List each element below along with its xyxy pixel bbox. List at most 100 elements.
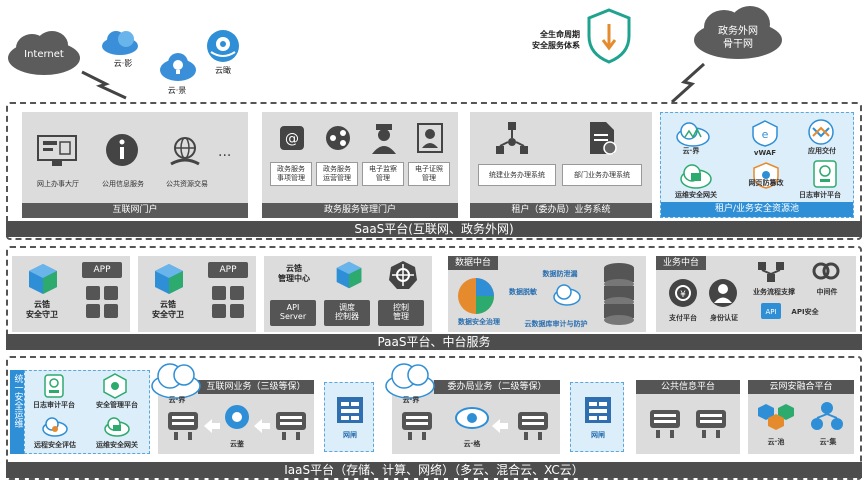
mgmt-center-panel: 云锆 管理中心 API Server 调度 控制器 控制 管理 xyxy=(264,256,432,332)
data-item-4: 云数据库审计与防护 xyxy=(524,320,588,328)
tenant-item-1: 统建业务办理系统 xyxy=(478,164,556,186)
saas-layer xyxy=(6,102,862,240)
document-icon xyxy=(586,120,618,156)
remote-assess-icon xyxy=(41,415,69,437)
data-item-2: 数据脱敏 xyxy=(509,288,537,296)
server-icon-3 xyxy=(400,410,434,442)
officer-icon xyxy=(370,122,398,154)
yunjian-label: 云鉴 xyxy=(230,440,244,448)
tenant-panel: 统建业务办理系统 部门业务办理系统 租户（委办局）业务系统 xyxy=(470,112,652,218)
gateway-icon-1 xyxy=(335,395,365,425)
ops-item-2: 安全管理平台 xyxy=(96,401,138,409)
app-delivery-icon xyxy=(805,119,837,145)
guard2-panel: 云锆 安全守卫 APP xyxy=(138,256,256,332)
yun-jing-label: 云·景 xyxy=(167,86,187,95)
gateway1-panel: 网闸 xyxy=(324,382,374,452)
gov-item-4: 电子证照 管理 xyxy=(408,162,450,186)
yunge-icon xyxy=(454,404,490,432)
portal-item-1: 网上办事大厅 xyxy=(37,180,79,188)
internet-cloud: Internet xyxy=(4,28,84,78)
yunge-label: 云·格 xyxy=(463,440,481,448)
globe-hand-icon xyxy=(167,134,203,170)
payment-icon: ¥ xyxy=(668,278,698,308)
ops-item-3: 远程安全评估 xyxy=(34,441,76,449)
yun-kai-label: 云瞰 xyxy=(215,66,231,75)
anti-tamper-icon xyxy=(751,161,781,189)
ops-item-1: 日志审计平台 xyxy=(33,401,75,409)
id-card-icon xyxy=(416,122,444,154)
guard2-name: 云锆 安全守卫 xyxy=(152,300,184,319)
mgmt-item-1: API Server xyxy=(270,300,316,326)
security-pool-caption: 租户/业务安全资源池 xyxy=(661,202,853,217)
tenant-caption: 租户（委办局）业务系统 xyxy=(470,203,652,218)
more-dots: ··· xyxy=(218,148,232,164)
process-icon xyxy=(756,260,786,284)
data-center-panel: 数据中台 数据防泄漏 数据脱敏 数据安全治理 云数据库审计与防护 xyxy=(448,256,646,332)
gov-net-label-1: 政务外网 xyxy=(718,26,758,37)
gateway2-label: 网闸 xyxy=(591,431,605,439)
guard1-panel: 云锆 安全守卫 APP xyxy=(12,256,130,332)
yunjian-icon xyxy=(224,404,250,430)
log-audit-icon-2 xyxy=(43,373,65,399)
biz-item-5: API安全 xyxy=(791,308,819,316)
iaas-layer xyxy=(6,356,862,480)
network-icon xyxy=(324,124,352,152)
email-icon: @ xyxy=(278,124,306,152)
container-cube-icon xyxy=(26,262,60,296)
gov-item-2: 政务服务 运营管理 xyxy=(316,162,358,186)
commission-biz-title: 委办局业务（二级等保） xyxy=(434,380,560,394)
gov-item-1: 政务服务 事项管理 xyxy=(270,162,312,186)
biz-item-4: 身份认证 xyxy=(710,314,738,322)
shield-icon xyxy=(585,8,633,64)
server-icon-5 xyxy=(648,408,682,440)
data-center-title: 数据中台 xyxy=(448,256,498,270)
cloud-pool-icon xyxy=(758,402,794,432)
arrow-left-icon-2 xyxy=(254,418,270,433)
cloud-icon-iaas-1 xyxy=(150,360,202,400)
tenant-item-2: 部门业务办理系统 xyxy=(562,164,642,186)
portal-item-3: 公共资源交易 xyxy=(166,180,208,188)
biz-center-title: 业务中台 xyxy=(656,256,706,270)
mgmt-item-3: 控制 管理 xyxy=(378,300,424,326)
app-grid-icon xyxy=(84,284,120,320)
pool-item-5: 网页防篡改 xyxy=(748,179,784,187)
mgmt-title: 云锆 管理中心 xyxy=(278,264,310,283)
internet-label: Internet xyxy=(24,49,64,60)
lightning-icon-right xyxy=(670,62,706,104)
pool-item-1: 云·界 xyxy=(682,147,700,155)
vwaf-icon: e xyxy=(751,119,779,147)
cloud-bulb-icon xyxy=(158,50,198,84)
flow-icon xyxy=(494,120,530,156)
data-item-3: 数据安全治理 xyxy=(458,318,500,326)
unified-ops-label: 统一安全运维 xyxy=(10,370,24,454)
svg-text:e: e xyxy=(762,128,769,141)
lightning-icon xyxy=(81,70,127,100)
svg-text:@: @ xyxy=(285,131,299,147)
ops-panel: 日志审计平台 安全管理平台 远程安全评估 运维安全网关 xyxy=(24,370,150,454)
ops-gateway-icon-2 xyxy=(103,415,131,437)
gateway2-panel: 网闸 xyxy=(570,382,624,452)
iaas-label: IaaS平台（存储、计算、网络）（多云、混合云、XC云） xyxy=(6,462,862,478)
cloud-net-panel: 云网安融合平台 云·池 云·集 xyxy=(748,380,854,454)
server-icon-4 xyxy=(516,410,550,442)
cloud-net-item-2: 云·集 xyxy=(819,438,837,446)
monitor-icon xyxy=(36,134,78,168)
lifecycle-label-1: 全生命周期 xyxy=(540,30,580,39)
database-stack-icon xyxy=(602,262,636,326)
saas-label: SaaS平台(互联网、政务外网) xyxy=(6,221,862,237)
arrow-left-icon-3 xyxy=(492,418,508,433)
internet-biz-title: 互联网业务（三级等保） xyxy=(198,380,314,394)
portal-item-2: 公用信息服务 xyxy=(102,180,144,188)
internet-portal-panel: 网上办事大厅 公用信息服务 公共资源交易 ··· 互联网门户 xyxy=(22,112,248,218)
security-pool-panel: 云·界 e vWAF 应用交付 运维安全网关 网页防篡改 日志审计平台 租户/业… xyxy=(660,112,854,218)
cloud-net-title: 云网安融合平台 xyxy=(748,380,854,394)
gov-portal-caption: 政务服务管理门户 xyxy=(262,203,458,218)
gateway1-label: 网闸 xyxy=(343,431,357,439)
biz-center-panel: 业务中台 业务流程支撑 中间件 ¥ 支付平台 身份认证 API API安全 xyxy=(656,256,856,332)
data-item-1: 数据防泄漏 xyxy=(542,270,578,278)
cloud-icon-iaas-2 xyxy=(384,360,436,400)
db-cloud-icon xyxy=(552,282,582,306)
ops-item-4: 运维安全网关 xyxy=(96,441,138,449)
mgmt-item-2: 调度 控制器 xyxy=(324,300,370,326)
paas-label: PaaS平台、中台服务 xyxy=(6,334,862,350)
